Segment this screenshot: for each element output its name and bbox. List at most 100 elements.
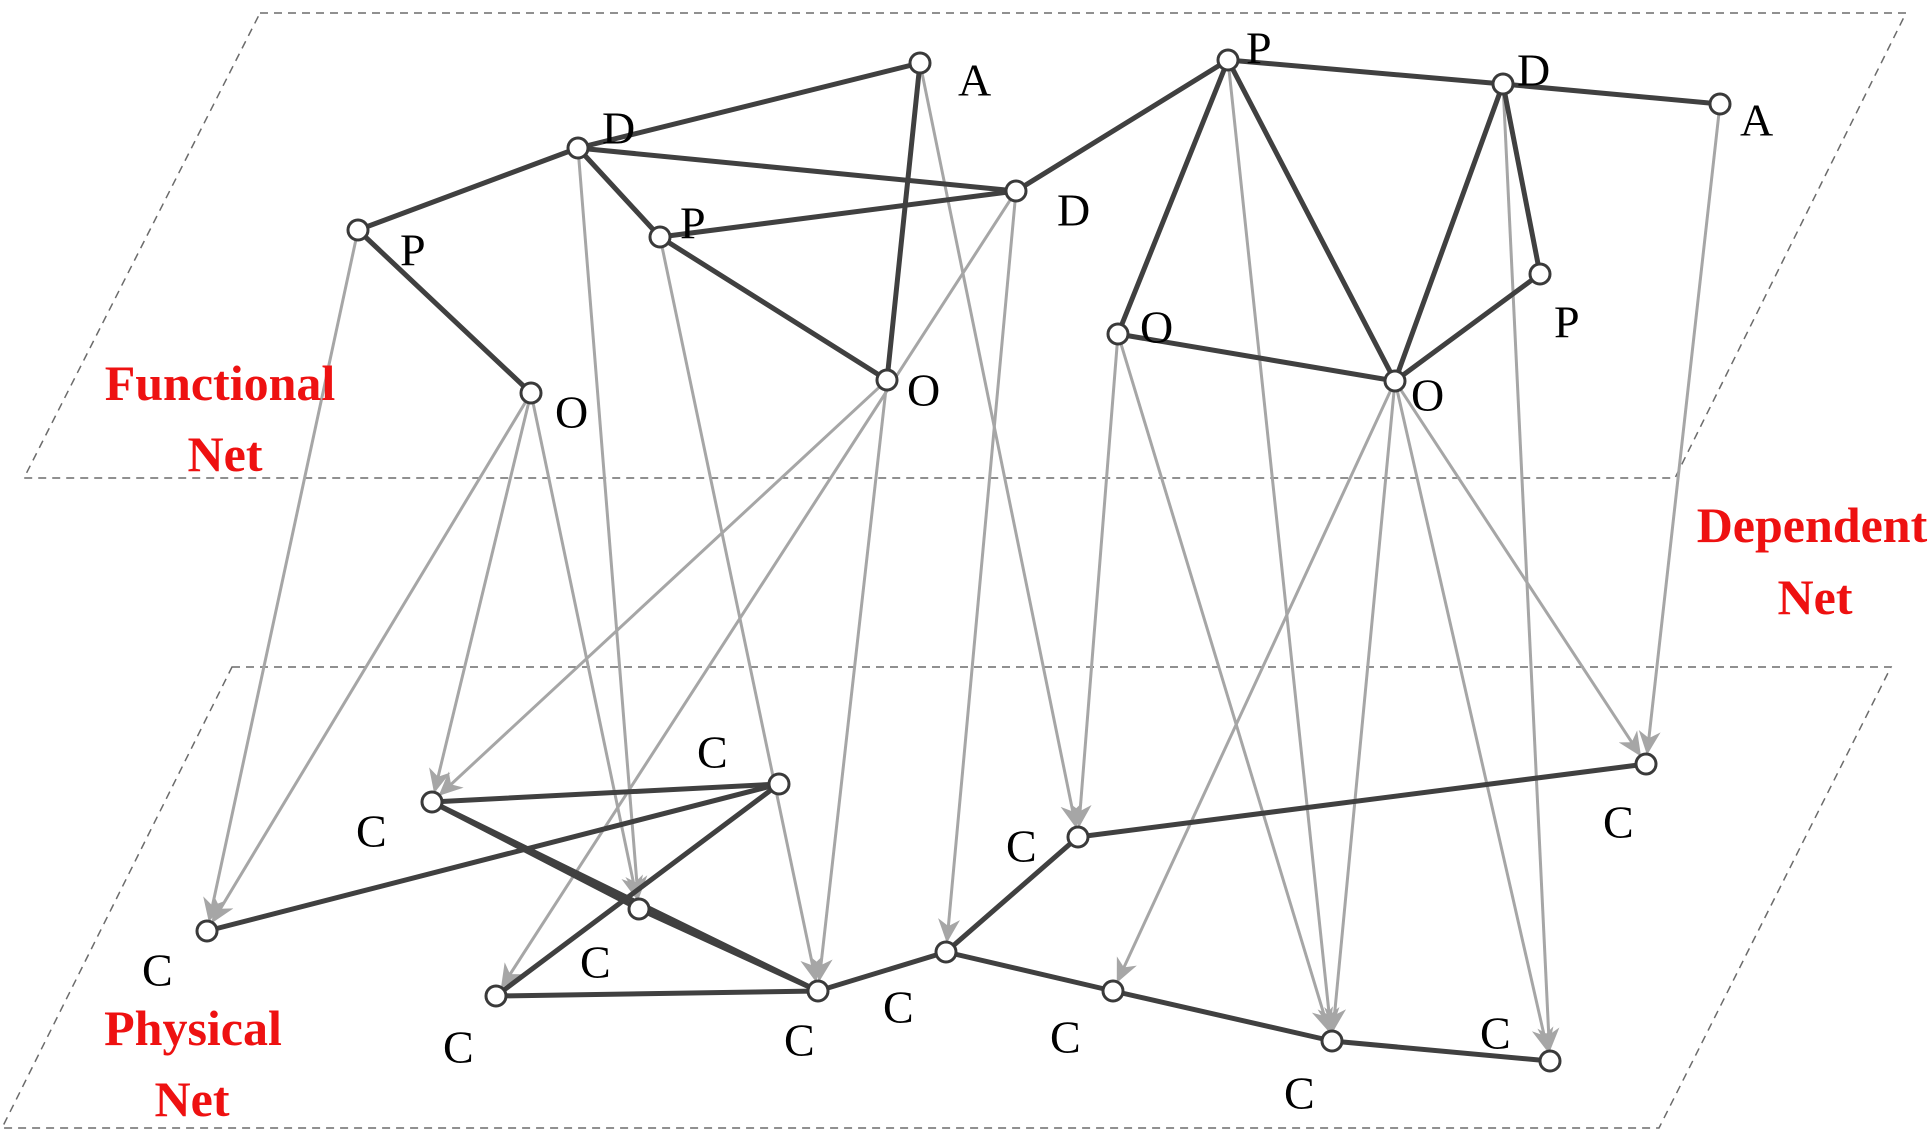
physical-node-p11 <box>1320 1029 1344 1053</box>
physical-edge-p10-p11 <box>1110 988 1335 1044</box>
functional-node-f9 <box>1491 72 1515 96</box>
functional-edge-f9-f13 <box>1392 81 1506 384</box>
physical-node-p12 <box>1538 1049 1562 1073</box>
functional-edge-f3-f6 <box>355 227 534 396</box>
network-nodes <box>195 48 1732 1073</box>
functional-node-f3 <box>346 218 370 242</box>
physical-node-label-p4: C <box>580 937 611 988</box>
physical-node-p8 <box>1066 825 1090 849</box>
physical-edge-p7-p8 <box>943 834 1081 955</box>
dependency-link-f7-p5 <box>810 389 888 983</box>
functional-node-label-f9: D <box>1517 45 1550 96</box>
functional-edge-f9-f12 <box>1500 81 1543 277</box>
functional-node-label-f2: D <box>602 103 635 154</box>
dependency-link-f9-p12 <box>1501 93 1560 1053</box>
physical-node-p10 <box>1101 979 1125 1003</box>
functional-edge-f9-f10 <box>1500 81 1723 107</box>
functional-node-label-f4: P <box>680 198 706 249</box>
dependency-link-f8-p11 <box>1227 69 1340 1033</box>
functional-node-f6 <box>519 381 543 405</box>
physical-edge-p3-p6 <box>493 781 782 999</box>
physical-node-p5 <box>806 979 830 1003</box>
functional-edge-f2-f4 <box>575 145 663 240</box>
functional-node-f4 <box>648 225 672 249</box>
dependency-link-f13-p9 <box>1399 388 1642 757</box>
functional-edge-f2-f3 <box>355 145 581 233</box>
dependency-link-f5-p6 <box>500 198 1012 989</box>
physical-edge-p1-p3 <box>204 781 782 934</box>
functional-node-f2 <box>566 136 590 160</box>
physical-node-label-p10: C <box>1050 1012 1081 1063</box>
functional-net-plane <box>22 12 1908 479</box>
functional-node-label-f7: O <box>907 365 940 416</box>
physical-node-label-p12: C <box>1480 1008 1511 1059</box>
physical-node-p1 <box>195 919 219 943</box>
physical-node-label-p7: C <box>883 982 914 1033</box>
physical-node-label-p9: C <box>1603 797 1634 848</box>
functional-net-label-line2: Net <box>188 426 263 482</box>
dependency-link-f13-p11 <box>1324 390 1396 1033</box>
dependent-net-label-line2: Net <box>1778 569 1853 625</box>
functional-edge-f5-f8 <box>1013 57 1231 194</box>
physical-node-label-p1: C <box>142 945 173 996</box>
dependency-link-f6-p4 <box>531 402 644 901</box>
physical-edge-p5-p7 <box>815 949 949 994</box>
physical-node-p4 <box>627 897 651 921</box>
functional-node-f11 <box>1106 322 1130 346</box>
functional-node-f13 <box>1383 369 1407 393</box>
functional-edge-f12-f13 <box>1392 271 1543 384</box>
functional-edge-f1-f7 <box>884 60 923 383</box>
functional-edge-f2-f5 <box>575 145 1019 194</box>
physical-edge-p2-p4 <box>429 799 642 912</box>
physical-net-plane <box>0 666 1893 1129</box>
functional-node-f12 <box>1528 262 1552 286</box>
physical-node-p7 <box>934 940 958 964</box>
dependency-link-f6-p2 <box>429 402 531 794</box>
physical-node-label-p6: C <box>443 1022 474 1073</box>
dependency-link-f11-p8 <box>1069 343 1119 829</box>
functional-edge-f4-f5 <box>657 188 1019 240</box>
physical-edge-p5-p6 <box>493 988 821 999</box>
physical-node-p6 <box>484 984 508 1008</box>
dependency-links <box>203 69 1721 1053</box>
dependency-link-f3-p1 <box>203 239 358 923</box>
physical-node-label-p11: C <box>1284 1068 1315 1119</box>
functional-edge-f1-f2 <box>575 60 923 151</box>
physical-node-p3 <box>767 772 791 796</box>
functional-node-label-f13: O <box>1411 370 1444 421</box>
functional-node-label-f10: A <box>1740 95 1773 146</box>
physical-node-p9 <box>1634 752 1658 776</box>
functional-node-f5 <box>1004 179 1028 203</box>
functional-node-f10 <box>1708 92 1732 116</box>
functional-node-label-f1: A <box>958 55 991 106</box>
network-edges <box>204 57 1723 1064</box>
functional-node-f7 <box>875 368 899 392</box>
dependency-link-f13-p10 <box>1116 389 1393 983</box>
physical-node-label-p3: C <box>697 727 728 778</box>
functional-node-label-f12: P <box>1554 297 1580 348</box>
physical-node-p2 <box>420 790 444 814</box>
physical-net-label: Physical <box>104 1000 282 1056</box>
dependency-link-f7-p2 <box>438 385 881 796</box>
functional-node-label-f6: O <box>555 387 588 438</box>
physical-node-label-p8: C <box>1006 821 1037 872</box>
functional-node-f1 <box>908 51 932 75</box>
physical-edge-p2-p3 <box>429 781 782 805</box>
dependent-net-label: Dependent <box>1697 497 1928 553</box>
functional-node-label-f8: P <box>1246 23 1272 74</box>
physical-edge-p11-p12 <box>1329 1038 1553 1064</box>
functional-node-label-f11: O <box>1140 302 1173 353</box>
physical-edge-p7-p10 <box>943 949 1116 994</box>
functional-edge-f8-f13 <box>1225 57 1398 384</box>
dependency-link-f6-p1 <box>211 400 528 924</box>
physical-node-label-p2: C <box>356 806 387 857</box>
physical-edge-p8-p9 <box>1075 761 1649 840</box>
dependency-link-f10-p9 <box>1638 113 1721 756</box>
functional-edge-f8-f11 <box>1115 57 1231 337</box>
physical-edge-p4-p5 <box>636 906 821 994</box>
functional-edge-f8-f9 <box>1225 57 1506 87</box>
physical-node-label-p5: C <box>784 1015 815 1066</box>
dependency-link-f5-p7 <box>938 200 1017 944</box>
dependency-link-f4-p5 <box>660 246 822 983</box>
